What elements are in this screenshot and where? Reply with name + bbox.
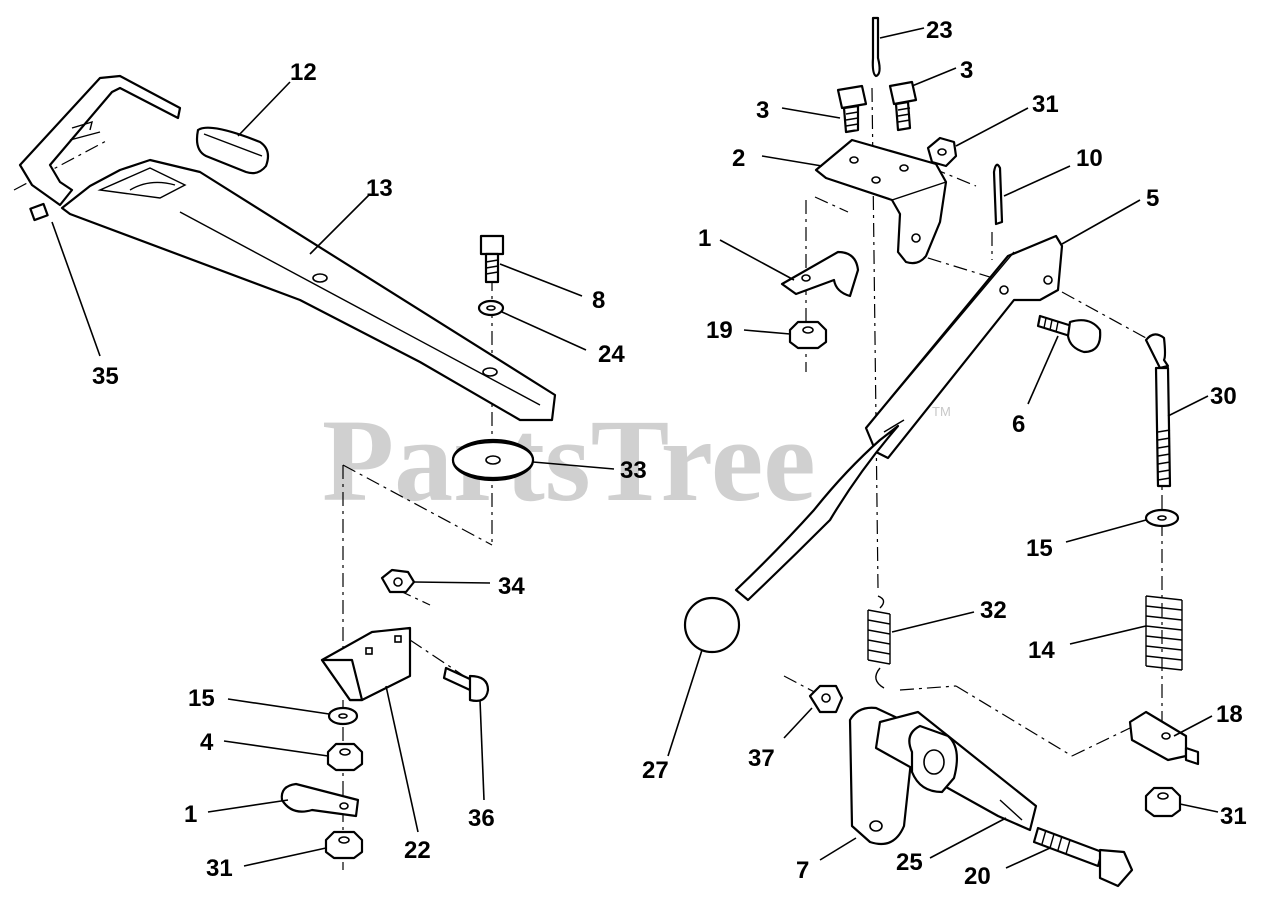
watermark-text: PartsTree [322,395,816,526]
part-1-clip-left [280,782,360,818]
part-6-bolt [1036,314,1102,354]
part-34-nut [380,568,416,594]
callout-5: 5 [1146,185,1159,212]
callout-15-right: 15 [1026,535,1053,562]
part-18-pivot-pin [1128,710,1200,766]
callout-23: 23 [926,17,953,44]
part-5-lever [864,234,1064,460]
part-12-grip [195,126,270,175]
part-15-washer-left [327,706,359,726]
watermark-trademark: TM [932,404,951,419]
part-36-bolt [442,666,490,702]
callout-14: 14 [1028,637,1055,664]
callout-1-right: 1 [698,225,711,252]
callout-32: 32 [980,597,1007,624]
callout-20: 20 [964,863,991,890]
callout-33: 33 [620,457,647,484]
part-25-shaft [874,710,1038,832]
part-13-lift-lever-bar [18,74,557,422]
callout-35: 35 [92,363,119,390]
callout-25: 25 [896,849,923,876]
part-3-bolt-left [836,84,868,134]
right-guide-lines [783,87,1163,757]
callout-31-top: 31 [1032,91,1059,118]
part-32-spring [867,595,891,689]
part-30-eye-bolt [1144,333,1172,488]
callout-12: 12 [290,59,317,86]
callout-3-left: 3 [756,97,769,124]
callout-19: 19 [706,317,733,344]
part-27-shift-rod [734,424,900,602]
callout-8: 8 [592,287,605,314]
part-37-nut [808,684,844,714]
callout-6: 6 [1012,411,1025,438]
part-14-spring [1145,595,1183,671]
callout-3-right: 3 [960,57,973,84]
part-23-cotter-pin [871,16,881,78]
callout-31-left: 31 [206,855,233,882]
right-leader-lines [667,27,1219,869]
left-leader-lines [51,81,615,867]
callout-13: 13 [366,175,393,202]
part-19-nut [788,320,828,350]
callout-1-left: 1 [184,801,197,828]
part-10-cotter-pin [992,163,1004,226]
callout-34: 34 [498,573,525,600]
callout-labels: 12 13 35 8 24 33 34 15 4 1 31 22 36 23 3… [92,17,1247,890]
part-2-bracket [814,138,948,265]
callout-37: 37 [748,745,775,772]
callout-4: 4 [200,729,214,756]
callout-18: 18 [1216,701,1243,728]
callout-31-right: 31 [1220,803,1247,830]
callout-2: 2 [732,145,745,172]
part-20-bolt [1032,826,1134,888]
callout-15-left: 15 [188,685,215,712]
part-22-bracket [320,626,412,702]
callout-27: 27 [642,757,669,784]
part-1-clip-right [780,250,860,298]
callout-36: 36 [468,805,495,832]
part-24-washer [477,299,505,317]
part-35-pin [29,202,49,222]
part-31-nut-left [324,830,364,860]
callout-24: 24 [598,341,625,368]
callout-30: 30 [1210,383,1237,410]
callout-10: 10 [1076,145,1103,172]
callout-22: 22 [404,837,431,864]
callout-7: 7 [796,857,809,884]
part-3-bolt-right [888,80,918,132]
part-15-washer-right [1144,508,1180,528]
part-4-nut [326,742,364,772]
part-27-knob [683,596,741,654]
part-8-bolt [479,234,505,284]
part-31-nut-right [1144,786,1182,818]
watermark: PartsTree TM [322,395,951,526]
part-33-large-washer [451,438,535,482]
